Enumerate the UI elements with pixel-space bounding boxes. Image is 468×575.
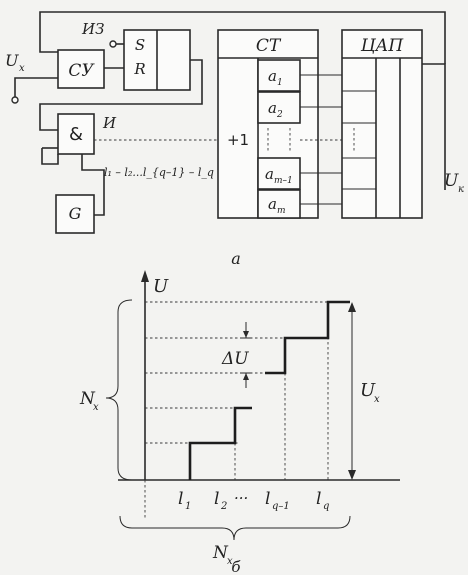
y-axis-arrow xyxy=(141,270,149,282)
dac-block xyxy=(341,29,423,219)
flipflop-r: R xyxy=(133,60,145,78)
counter-bit-a2-sub: 2 xyxy=(276,110,283,120)
x-tick-l1-sub: 1 xyxy=(185,501,191,512)
x-tick-lq-main: l xyxy=(316,489,321,509)
x-tick-ellipsis: ··· xyxy=(234,489,248,507)
and-label: & xyxy=(69,124,83,145)
counter-bit-am1-sub: m–1 xyxy=(274,176,293,186)
x-tick-lq-sub: q xyxy=(323,501,329,512)
delta-arrow-top-head xyxy=(243,331,249,338)
counter-bit-am xyxy=(257,189,301,219)
input-sub: x xyxy=(19,63,25,74)
delta-arrow-bottom-head xyxy=(243,373,249,380)
pulse-sequence-label: l₁ – l₂...l_{q–1} – l_q xyxy=(104,166,214,179)
block-scheme: U x СУ ИЗ S R & И G l₁ – l₂...l_{q–1} – … xyxy=(5,11,464,268)
comparator-label: СУ xyxy=(68,61,95,81)
counter-label: СТ xyxy=(256,36,282,56)
x-tick-lq1-sub: q–1 xyxy=(272,501,290,512)
staircase-lower xyxy=(188,406,252,480)
counter-bit-a1-sub: 1 xyxy=(277,78,283,88)
counter-bit-a2-main: a xyxy=(268,99,277,117)
left-brace-label: N xyxy=(79,389,96,409)
staircase-graph: U ΔU U x N x l 1 l xyxy=(79,270,400,575)
ux-arrow-bottom xyxy=(348,470,356,480)
output-sub: к xyxy=(458,184,464,195)
y-axis-label: U xyxy=(153,276,169,297)
gate-output-label: И xyxy=(102,114,117,132)
generator-label: G xyxy=(69,204,82,223)
ux-arrow-top xyxy=(348,302,356,312)
input-terminal xyxy=(11,96,19,104)
x-tick-l1-main: l xyxy=(178,489,183,509)
counter-bit-am1-main: a xyxy=(265,165,274,183)
flipflop-s: S xyxy=(135,36,145,54)
counter-bit-am-sub: m xyxy=(277,206,286,216)
generator-block xyxy=(55,194,95,234)
reset-label: ИЗ xyxy=(81,20,104,38)
counter-bit-am-main: a xyxy=(268,195,277,213)
bottom-brace xyxy=(119,515,351,541)
output-label: U xyxy=(444,171,459,191)
dac-output-wire xyxy=(422,63,446,190)
bottom-brace-sub: x xyxy=(227,556,233,567)
bottom-brace-label: N xyxy=(212,543,229,563)
feedback-wire xyxy=(39,11,446,64)
left-brace-sub: x xyxy=(93,402,99,413)
generator-to-gate-wire xyxy=(81,154,105,216)
counter-bit-a2 xyxy=(257,91,301,124)
delta-label: ΔU xyxy=(221,349,249,369)
left-brace xyxy=(105,299,133,481)
dac-label: ЦАП xyxy=(360,36,405,56)
input-label: U xyxy=(5,51,19,70)
counter-bit-a1-main: a xyxy=(268,67,277,85)
level-label: U xyxy=(360,380,376,401)
input-wire xyxy=(14,77,58,98)
staircase-upper xyxy=(265,300,350,375)
caption-a: а xyxy=(231,249,241,268)
generator-wire xyxy=(41,148,59,165)
x-tick-lq1-main: l xyxy=(265,489,270,509)
x-tick-l2-sub: 2 xyxy=(220,501,227,512)
comparator-block xyxy=(57,49,105,89)
and-gate xyxy=(57,113,95,155)
level-sub: x xyxy=(374,394,380,405)
x-tick-l2-main: l xyxy=(214,489,219,509)
counter-input-label: +1 xyxy=(227,131,249,149)
flipflop-to-and-wire xyxy=(39,59,203,131)
caption-b: б xyxy=(231,558,241,575)
reset-terminal xyxy=(109,40,117,48)
